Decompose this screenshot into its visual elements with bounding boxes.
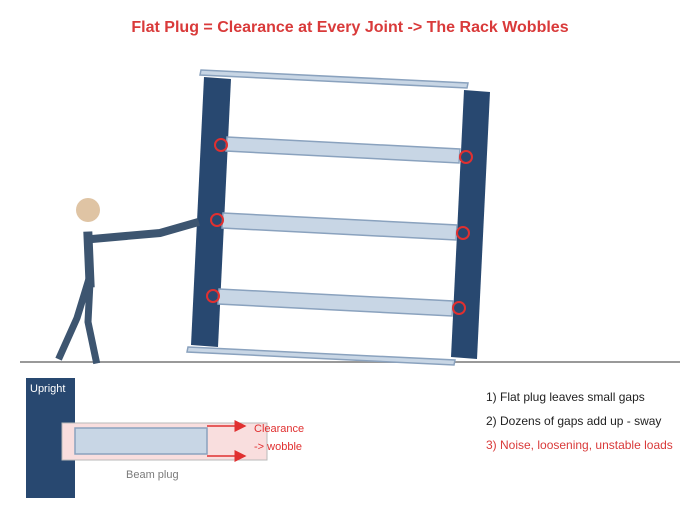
note-item: 1) Flat plug leaves small gaps bbox=[486, 390, 645, 404]
note-item: 2) Dozens of gaps add up - sway bbox=[486, 414, 661, 428]
beam-plug-label: Beam plug bbox=[126, 469, 179, 481]
person-torso bbox=[83, 231, 95, 288]
rack-beam-top bbox=[225, 136, 461, 164]
loose-joint-icon bbox=[210, 213, 224, 227]
loose-joint-icon bbox=[452, 301, 466, 315]
loose-joint-icon bbox=[459, 150, 473, 164]
wobble-label: -> wobble bbox=[254, 441, 302, 453]
loose-joint-icon bbox=[214, 138, 228, 152]
notes-list: 1) Flat plug leaves small gaps 2) Dozens… bbox=[486, 390, 673, 452]
person-arm bbox=[87, 218, 200, 244]
person-pushing-icon bbox=[55, 198, 200, 365]
diagram-title: Flat Plug = Clearance at Every Joint -> … bbox=[131, 19, 568, 36]
person-left-leg bbox=[55, 277, 93, 361]
rack-top-cap bbox=[199, 69, 469, 89]
rack-beam-middle bbox=[221, 212, 458, 241]
person-right-leg bbox=[84, 278, 101, 365]
wobbling-rack bbox=[186, 69, 490, 366]
note-item: 3) Noise, loosening, unstable loads bbox=[486, 438, 673, 452]
rack-bottom-cap bbox=[186, 346, 456, 366]
person-head bbox=[76, 198, 100, 222]
rack-beam-bottom bbox=[217, 288, 454, 317]
loose-joint-icon bbox=[456, 226, 470, 240]
clearance-label: Clearance bbox=[254, 423, 304, 435]
upright-label: Upright bbox=[30, 383, 65, 395]
flat-beam-plug bbox=[74, 427, 208, 455]
loose-joint-icon bbox=[206, 289, 220, 303]
rack-left-upright bbox=[191, 77, 231, 347]
joint-detail: Upright Clearance -> wobble Beam plug bbox=[26, 378, 304, 498]
